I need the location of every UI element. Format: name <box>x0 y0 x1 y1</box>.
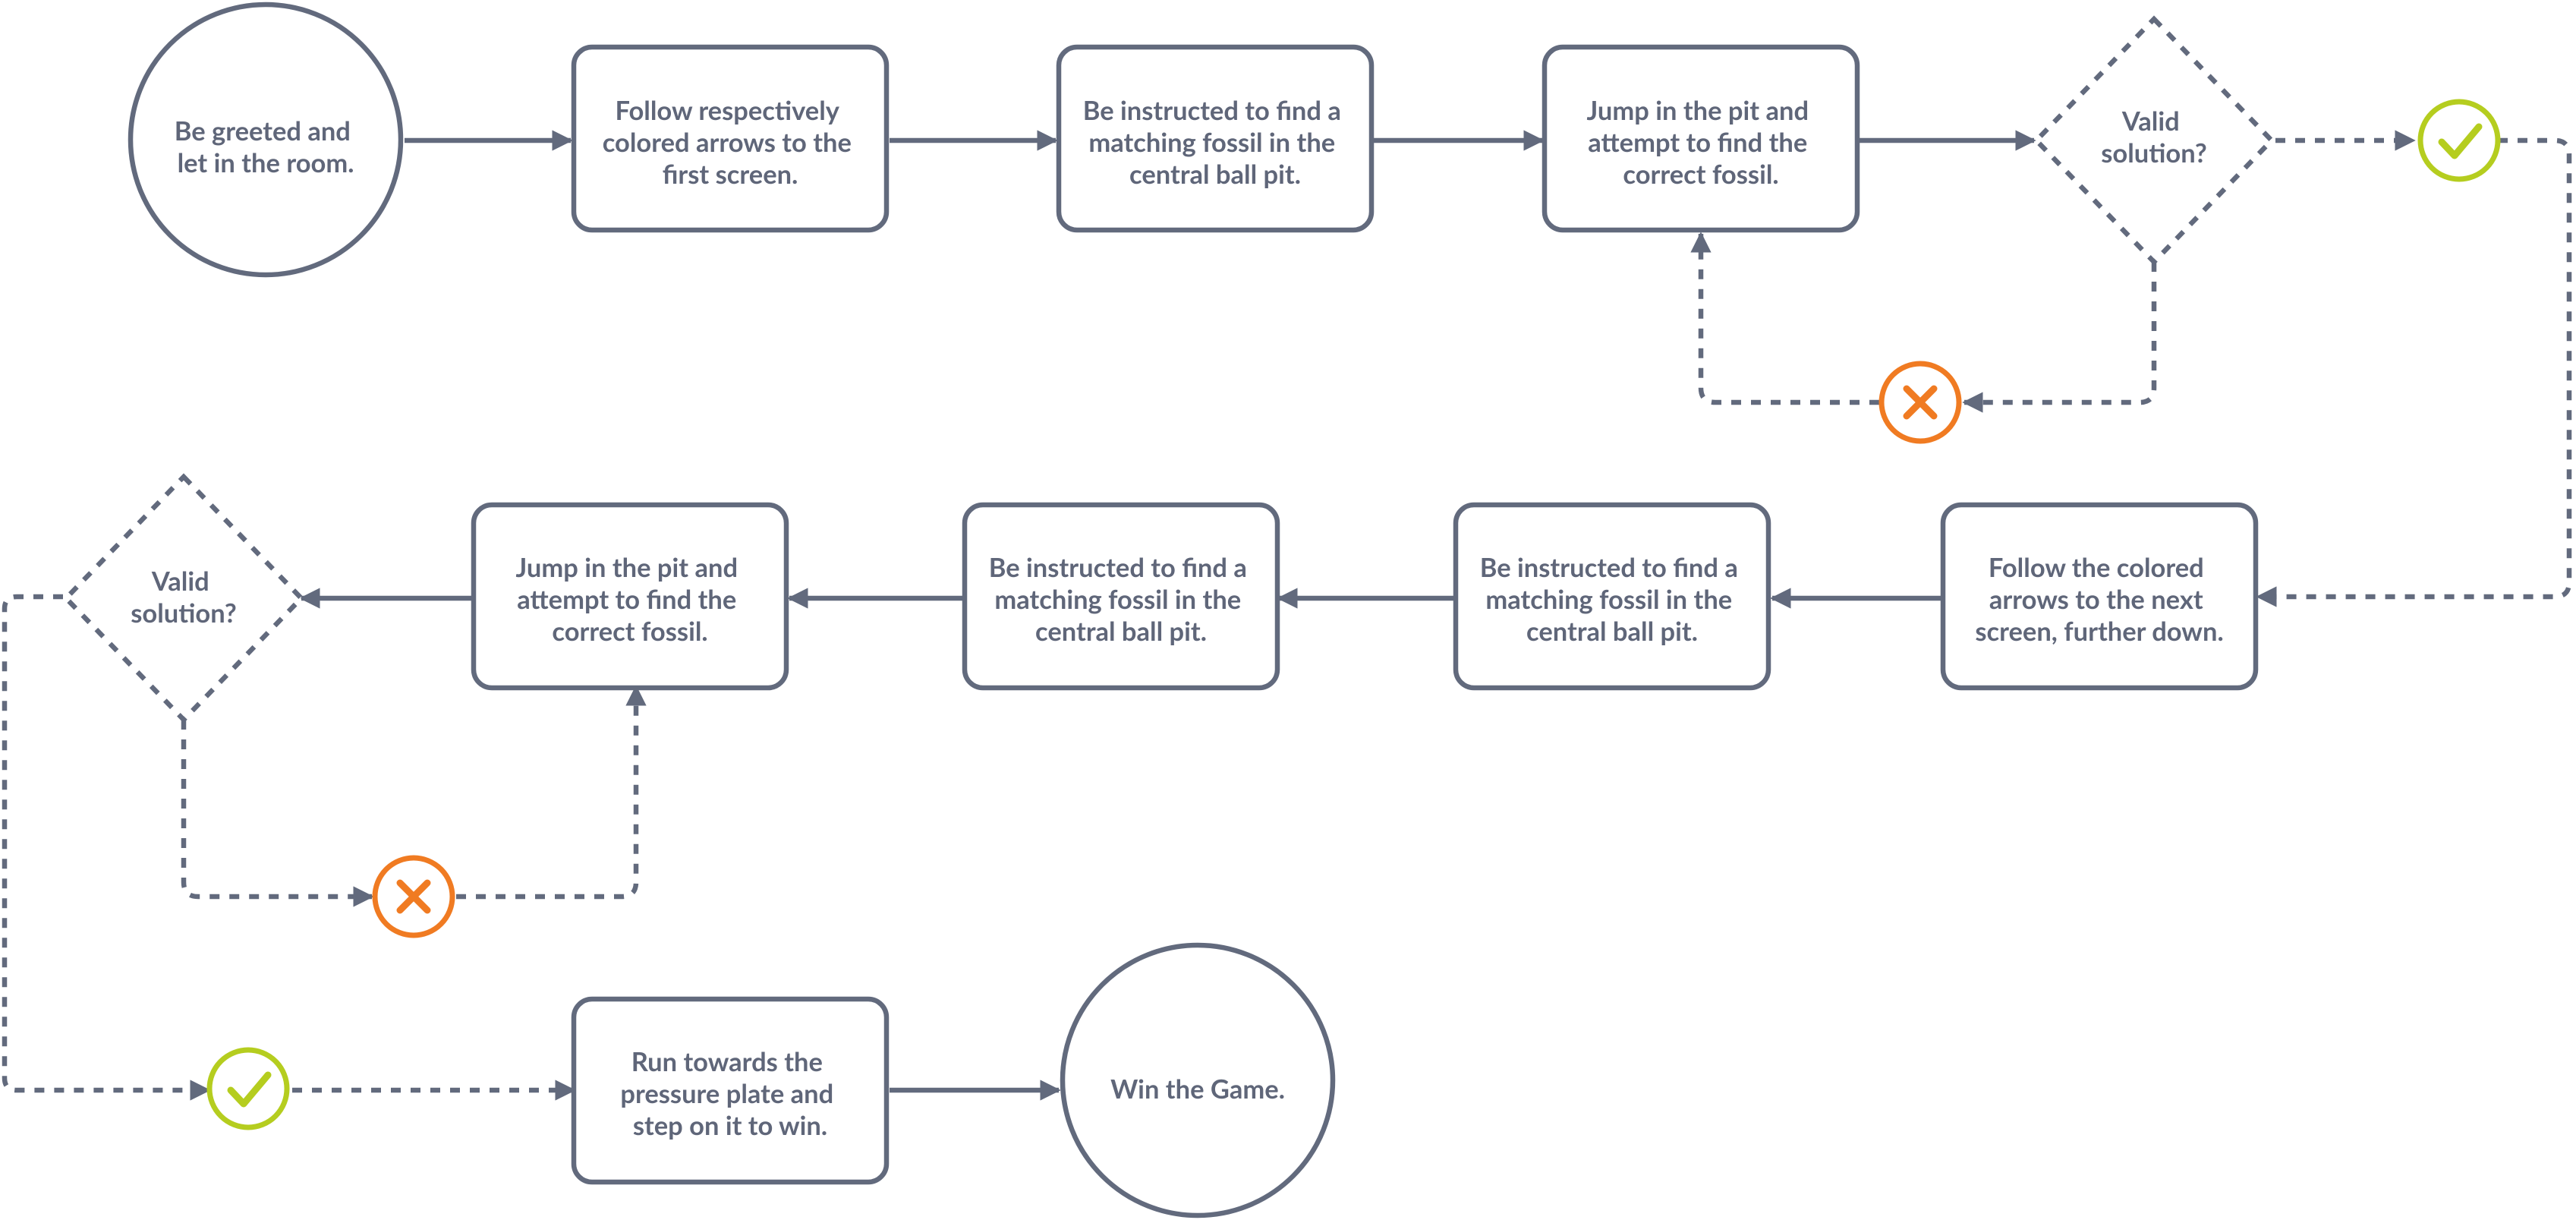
end-node: Win the Game. <box>1060 942 1336 1218</box>
step-jump-pit-2-line-2: attempt to find the <box>517 584 736 615</box>
start-node-text: Be greeted and let in the room. <box>175 115 357 178</box>
start-node-line-2: let in the room. <box>178 147 354 178</box>
edge-err1-n4 <box>1690 232 1879 405</box>
step-find-fossil-1-line-3: central ball pit. <box>1129 159 1301 190</box>
step-next-screen-line-2: arrows to the next <box>1989 584 2203 615</box>
step-follow-arrows-node: Follow respectively colored arrows to th… <box>571 44 890 233</box>
step-pressure-plate-line-3: step on it to win. <box>633 1110 827 1141</box>
edge-d2-ok2 <box>2 594 211 1101</box>
decision-2-line-2: solution? <box>131 597 237 629</box>
start-node-line-1: Be greeted and <box>175 115 351 147</box>
step-find-fossil-1-line-2: matching fossil in the <box>1088 127 1335 158</box>
step-jump-pit-2-line-3: correct fossil. <box>552 616 707 647</box>
edge-err2-n8 <box>456 685 647 900</box>
svg-text:Be instructed to find a: Be instructed to find a matching fossil … <box>1083 95 1347 190</box>
decision-node-2: Valid solution? <box>62 473 305 723</box>
step-find-fossil-3-line-1: Be instructed to find a <box>989 552 1247 583</box>
step-find-fossil-2-line-3: central ball pit. <box>1526 616 1698 647</box>
step-next-screen-line-3: screen, further down. <box>1975 616 2223 647</box>
nodes-layer: Be greeted and let in the room. Follow r… <box>62 2 2275 1218</box>
step-find-fossil-1-line-1: Be instructed to find a <box>1083 95 1341 126</box>
svg-text:Follow the colored arr: Follow the colored arrows to the next sc… <box>1975 552 2223 647</box>
edge-ok1-n5 <box>2256 137 2572 607</box>
step-find-fossil-node-3: Be instructed to find a matching fossil … <box>962 502 1280 691</box>
edges-layer <box>2 130 2572 1101</box>
decision-node-1: Valid solution? <box>2033 15 2275 266</box>
edge-d1-err1 <box>1962 262 2157 413</box>
svg-text:Be instructed to find a: Be instructed to find a matching fossil … <box>1480 552 1744 647</box>
step-jump-pit-1-line-3: correct fossil. <box>1623 159 1778 190</box>
start-node: Be greeted and let in the room. <box>128 2 404 278</box>
cross-icon <box>372 855 455 938</box>
svg-text:Jump in the pit and at: Jump in the pit and attempt to find the … <box>1587 95 1815 190</box>
step-pressure-plate-line-1: Run towards the <box>631 1046 823 1077</box>
markers-layer <box>206 99 2501 1130</box>
step-find-fossil-2-line-2: matching fossil in the <box>1485 584 1732 615</box>
step-jump-pit-node-2: Jump in the pit and attempt to find the … <box>471 502 789 691</box>
step-pressure-plate-node: Run towards the pressure plate and step … <box>571 996 890 1185</box>
svg-text:Follow respectively co: Follow respectively colored arrows to th… <box>603 95 858 190</box>
decision-1-line-1: Valid <box>2121 106 2180 137</box>
step-next-screen-line-1: Follow the colored <box>1989 552 2204 583</box>
step-find-fossil-node-1: Be instructed to find a matching fossil … <box>1056 44 1375 233</box>
step-pressure-plate-line-2: pressure plate and <box>620 1078 833 1109</box>
svg-text:Run towards the pressu: Run towards the pressure plate and step … <box>620 1046 839 1141</box>
step-follow-arrows-line-2: colored arrows to the <box>603 127 852 158</box>
svg-text:Win the Game.: Win the Game. <box>1110 1073 1285 1105</box>
step-find-fossil-node-2: Be instructed to find a matching fossil … <box>1453 502 1771 691</box>
decision-2-line-1: Valid <box>151 566 209 597</box>
svg-text:Jump in the pit and at: Jump in the pit and attempt to find the … <box>516 552 745 647</box>
step-find-fossil-2-line-1: Be instructed to find a <box>1480 552 1738 583</box>
svg-text:Be instructed to find a: Be instructed to find a matching fossil … <box>989 552 1253 647</box>
decision-1-line-2: solution? <box>2101 137 2207 169</box>
step-jump-pit-1-line-1: Jump in the pit and <box>1587 95 1809 126</box>
check-icon <box>2417 99 2501 182</box>
step-follow-arrows-line-1: Follow respectively <box>615 95 839 126</box>
end-node-line-1: Win the Game. <box>1110 1073 1285 1105</box>
check-icon <box>206 1047 290 1130</box>
step-jump-pit-1-line-2: attempt to find the <box>1588 127 1807 158</box>
svg-text:Valid solution?: Valid solution? <box>131 566 237 629</box>
step-next-screen-node: Follow the colored arrows to the next sc… <box>1940 502 2259 691</box>
step-find-fossil-3-line-2: matching fossil in the <box>994 584 1241 615</box>
edge-d2-err2 <box>181 720 374 907</box>
step-follow-arrows-line-3: first screen. <box>663 159 798 190</box>
cross-icon <box>1878 361 1962 444</box>
step-jump-pit-node-1: Jump in the pit and attempt to find the … <box>1542 44 1860 233</box>
step-find-fossil-3-line-3: central ball pit. <box>1035 616 1207 647</box>
step-jump-pit-2-line-1: Jump in the pit and <box>516 552 738 583</box>
svg-text:Valid solution?: Valid solution? <box>2101 106 2207 169</box>
